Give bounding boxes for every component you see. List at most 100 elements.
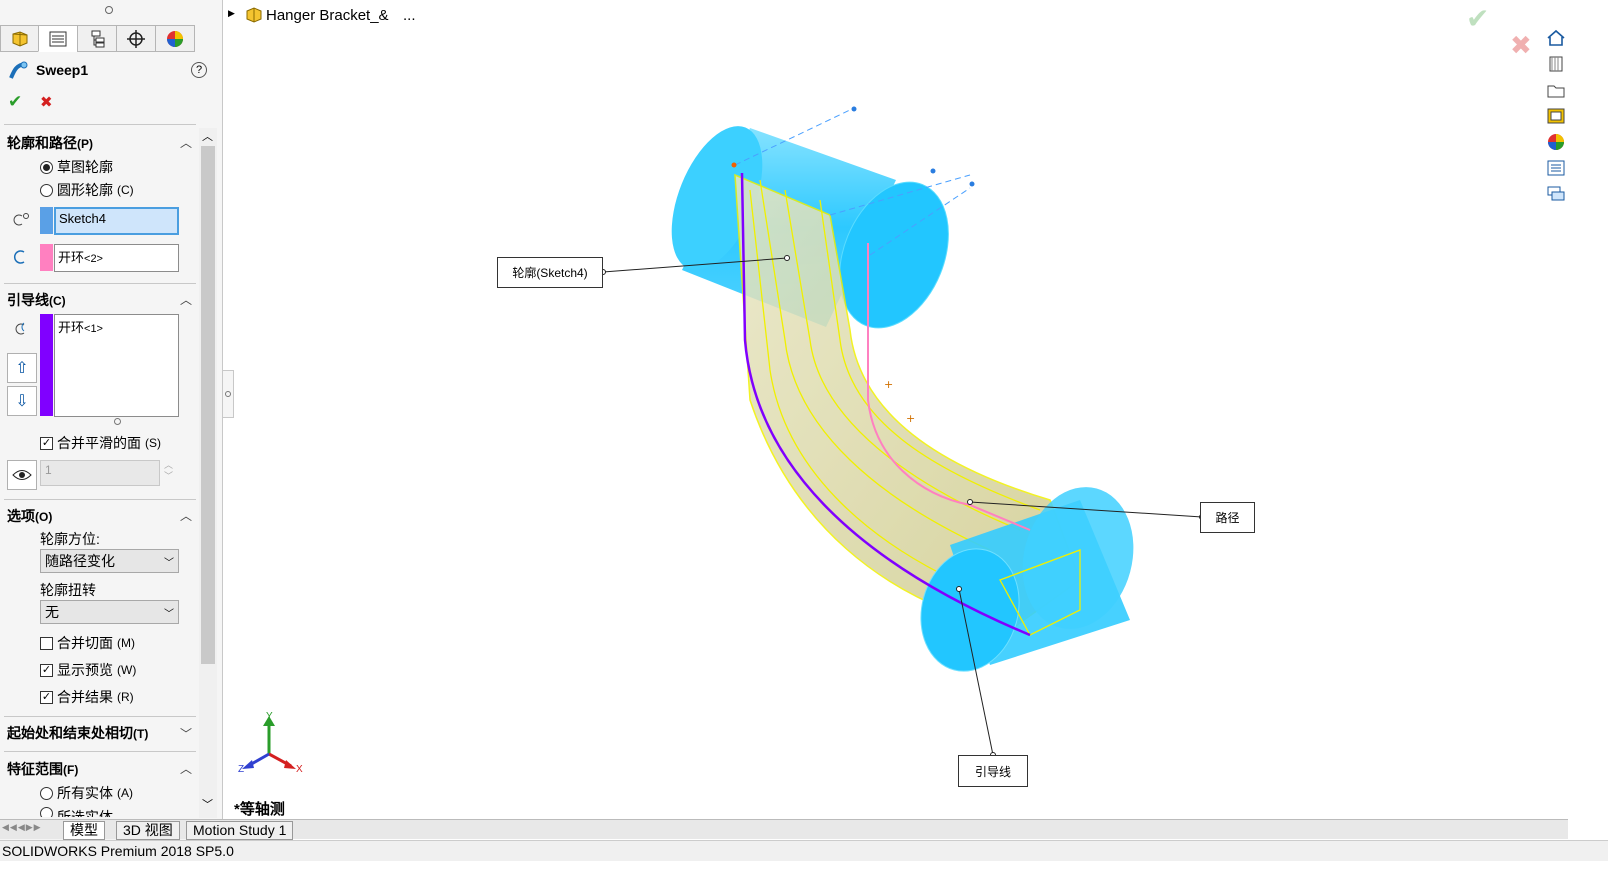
tab-3d-views[interactable]: 3D 视图 xyxy=(116,821,180,840)
tab-scroll-arrows-icon[interactable]: ◀◀◀▶▶ xyxy=(2,822,42,832)
radio-button-icon xyxy=(40,786,53,800)
tab-dimxpert-manager[interactable] xyxy=(116,25,156,52)
radio-label: 草图轮廓 xyxy=(57,159,113,175)
section-key: (T) xyxy=(133,727,149,741)
path-value: 开环 xyxy=(58,250,85,265)
help-icon[interactable]: ? xyxy=(191,62,207,78)
section-label: 选项 xyxy=(7,508,35,524)
tree-part-name[interactable]: Hanger Bracket_& xyxy=(266,7,389,24)
path-color-swatch xyxy=(40,244,53,271)
tree-expand-icon[interactable]: ▶ xyxy=(228,8,235,18)
guide-curves-list[interactable]: 开环<1> xyxy=(54,314,179,417)
lower-boss-cylinder[interactable] xyxy=(908,474,1149,682)
tab-motion-study[interactable]: Motion Study 1 xyxy=(186,821,294,840)
move-down-button[interactable]: ⇩ xyxy=(7,386,37,416)
property-manager-icon xyxy=(49,31,67,46)
radio-all-bodies[interactable]: 所有实体 (A) xyxy=(40,783,133,803)
file-explorer-icon[interactable] xyxy=(1546,80,1566,100)
path-selector-icon xyxy=(14,250,25,264)
tab-configuration-manager[interactable] xyxy=(77,25,117,52)
tree-ellipsis: ... xyxy=(403,7,416,24)
tab-display-manager[interactable] xyxy=(155,25,195,52)
callout-guide[interactable]: 引导线 xyxy=(958,755,1028,787)
svg-text:+: + xyxy=(884,378,893,391)
tab-property-manager[interactable] xyxy=(38,25,78,52)
radio-key: (A) xyxy=(117,786,133,800)
guide-color-swatch xyxy=(40,314,53,416)
chevron-down-icon: ﹀ xyxy=(164,557,174,569)
path-suffix: <2> xyxy=(84,253,103,265)
list-resize-handle[interactable] xyxy=(114,418,121,425)
tab-feature-manager[interactable] xyxy=(0,25,40,52)
section-label: 起始处和结束处相切 xyxy=(7,725,133,741)
section-spinner[interactable]: 1 xyxy=(40,460,160,486)
radio-label: 圆形轮廓 xyxy=(57,182,113,198)
panel-splitter-handle[interactable] xyxy=(222,370,234,418)
radio-selected-bodies[interactable]: 所选实体 xyxy=(40,807,113,817)
collapse-chevron-icon[interactable]: ︿ xyxy=(180,293,193,307)
screen-edge xyxy=(1568,0,1608,840)
confirm-ok-icon[interactable]: ✔ xyxy=(1466,3,1490,34)
section-profile-path-header[interactable]: 轮廓和路径(P) xyxy=(7,133,93,153)
checkbox-merge-smooth[interactable]: ✓ 合并平滑的面(S) xyxy=(40,433,161,453)
custom-properties-icon[interactable] xyxy=(1546,158,1566,178)
tab-model[interactable]: 模型 xyxy=(63,821,105,840)
orientation-dropdown[interactable]: 随路径变化﹀ xyxy=(40,549,179,573)
profile-field[interactable]: Sketch4 xyxy=(54,207,179,235)
triad-z-label: Z xyxy=(238,764,245,775)
section-tangency-header[interactable]: 起始处和结束处相切(T) xyxy=(7,723,148,743)
radio-label: 所选实体 xyxy=(57,809,113,817)
property-manager: Sweep1 ? ✔ ✖ 轮廓和路径(P) ︿ 草图轮廓 圆形轮廓(C) Ske… xyxy=(0,0,223,840)
arrow-down-icon: ⇩ xyxy=(15,393,29,410)
guide-curve-line[interactable] xyxy=(740,172,1031,637)
scroll-up-icon[interactable]: ︿ xyxy=(202,131,213,143)
model-tabs-bar: ◀◀◀▶▶ 模型 3D 视图 Motion Study 1 xyxy=(0,819,1568,840)
checkbox-merge-tangent[interactable]: 合并切面(M) xyxy=(40,633,135,653)
checkbox-unchecked-icon xyxy=(40,636,53,650)
twist-label: 轮廓扭转 xyxy=(40,582,96,598)
collapse-chevron-icon[interactable]: ︿ xyxy=(180,509,193,523)
divider xyxy=(4,499,196,500)
checkbox-merge-result[interactable]: ✓ 合并结果(R) xyxy=(40,687,134,707)
callout-path[interactable]: 路径 xyxy=(1200,502,1255,533)
cancel-button[interactable]: ✖ xyxy=(40,94,53,111)
radio-sketch-profile[interactable]: 草图轮廓 xyxy=(40,157,113,177)
twist-dropdown[interactable]: 无﹀ xyxy=(40,600,179,624)
view-palette-icon[interactable] xyxy=(1546,106,1566,126)
forum-icon[interactable] xyxy=(1546,184,1566,204)
section-options-header[interactable]: 选项(O) xyxy=(7,506,52,526)
radio-label: 所有实体 xyxy=(57,785,113,801)
callout-profile[interactable]: 轮廓(Sketch4) xyxy=(497,257,603,288)
model-viewport[interactable]: + + xyxy=(230,40,1550,780)
scrollbar-thumb[interactable] xyxy=(201,146,215,664)
path-field[interactable]: 开环<2> xyxy=(54,244,179,272)
checkbox-key: (M) xyxy=(117,636,135,650)
design-library-icon[interactable] xyxy=(1546,54,1566,74)
section-feature-scope-header[interactable]: 特征范围(F) xyxy=(7,759,78,779)
expand-chevron-icon[interactable]: ﹀ xyxy=(180,727,193,741)
collapse-chevron-icon[interactable]: ︿ xyxy=(180,762,193,776)
checkbox-show-preview[interactable]: ✓ 显示预览(W) xyxy=(40,660,136,680)
radio-button-icon xyxy=(40,160,53,174)
panel-grip-icon[interactable] xyxy=(105,6,113,14)
feature-manager-icon xyxy=(12,30,28,47)
sweep-icon xyxy=(9,61,28,79)
spinner-arrows-icon[interactable]: ︿﹀ xyxy=(164,460,174,481)
confirm-cancel-icon[interactable]: ✖ xyxy=(1510,30,1532,60)
checkbox-checked-icon: ✓ xyxy=(40,663,53,677)
scroll-down-icon[interactable]: ﹀ xyxy=(202,799,213,811)
ok-button[interactable]: ✔ xyxy=(8,92,23,111)
triad-y-label: Y xyxy=(266,711,273,722)
path-curve-line[interactable] xyxy=(867,243,1031,531)
section-guide-curves-header[interactable]: 引导线(C) xyxy=(7,290,66,310)
appearances-icon[interactable] xyxy=(1546,132,1566,152)
collapse-chevron-icon[interactable]: ︿ xyxy=(180,136,193,150)
home-icon[interactable] xyxy=(1546,28,1566,48)
radio-circular-profile[interactable]: 圆形轮廓 (C) xyxy=(40,180,134,200)
section-key: (C) xyxy=(49,294,66,308)
show-sections-button[interactable] xyxy=(7,460,37,490)
triad-x-label: X xyxy=(296,764,303,775)
move-up-button[interactable]: ⇧ xyxy=(7,353,37,383)
checkbox-key: (S) xyxy=(145,436,161,450)
radio-key: (C) xyxy=(117,183,134,197)
